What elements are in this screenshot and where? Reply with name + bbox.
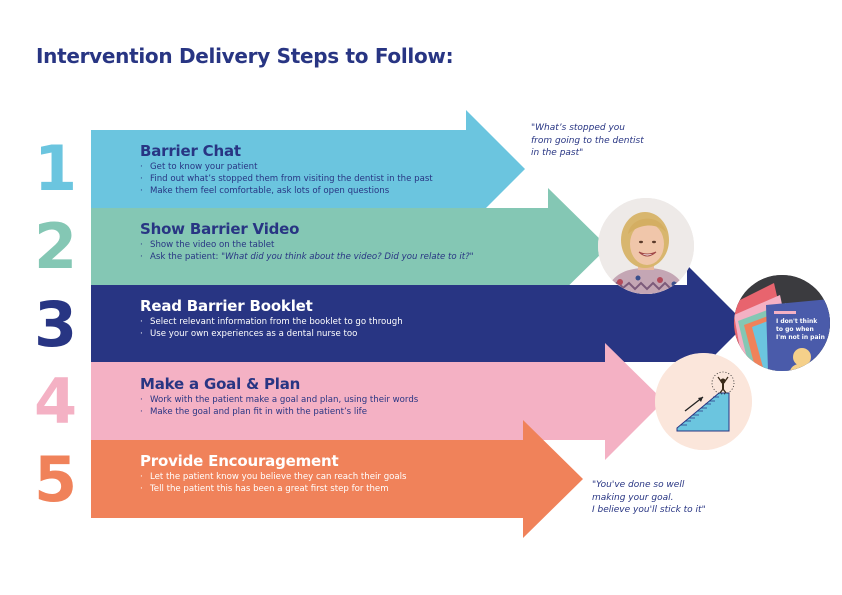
bullet-item: Find out what’s stopped them from visiti… <box>140 173 433 185</box>
step-number-1: 1 <box>34 132 78 205</box>
quote-line: I believe you'll stick to it" <box>592 505 706 515</box>
step-bullets: Get to know your patient Find out what’s… <box>140 161 433 197</box>
step-5: Provide Encouragement Let the patient kn… <box>140 452 407 495</box>
bullet-item: Let the patient know you believe they ca… <box>140 471 407 483</box>
step-title: Barrier Chat <box>140 142 241 160</box>
step-3: Read Barrier Booklet Select relevant inf… <box>140 297 403 340</box>
booklet-cover-line: I'm not in pain <box>776 334 825 341</box>
page-title: Intervention Delivery Steps to Follow: <box>36 44 454 68</box>
staircase-goal-icon <box>655 353 752 450</box>
bullet-item: Tell the patient this has been a great f… <box>140 483 407 495</box>
quote-line: "What’s stopped you <box>531 123 625 133</box>
step-2: Show Barrier Video Show the video on the… <box>140 220 474 263</box>
step-number-5: 5 <box>34 443 78 516</box>
step-1: Barrier Chat Get to know your patient Fi… <box>140 142 433 197</box>
booklets-photo-icon: I don't think to go when I'm not in pain <box>734 275 830 371</box>
step-bullets: Show the video on the tablet Ask the pat… <box>140 239 474 263</box>
person-photo-icon <box>598 198 694 294</box>
booklet-cover-line: I don't think <box>776 318 818 325</box>
video-person-photo <box>598 198 694 294</box>
bullet-item: Make the goal and plan fit in with the p… <box>140 406 418 418</box>
bullet-item: Use your own experiences as a dental nur… <box>140 328 403 340</box>
booklet-photo: I don't think to go when I'm not in pain <box>734 275 830 371</box>
goal-illustration <box>655 353 752 450</box>
bullet-item: Work with the patient make a goal and pl… <box>140 394 418 406</box>
bullet-prefix: Ask the patient: <box>150 252 222 262</box>
step-title: Read Barrier Booklet <box>140 297 313 315</box>
bullet-item: Make them feel comfortable, ask lots of … <box>140 185 433 197</box>
step-bullets: Let the patient know you believe they ca… <box>140 471 407 495</box>
step-4: Make a Goal & Plan Work with the patient… <box>140 375 418 418</box>
quote-line: making your goal. <box>592 492 674 503</box>
quote-barrier-chat: "What’s stopped you from going to the de… <box>531 122 644 160</box>
step-bullets: Work with the patient make a goal and pl… <box>140 394 418 418</box>
bullet-item: Select relevant information from the boo… <box>140 316 403 328</box>
quote-line: "You've done so well <box>592 480 685 490</box>
step-number-2: 2 <box>34 210 78 283</box>
step-title: Show Barrier Video <box>140 220 300 238</box>
step-title: Make a Goal & Plan <box>140 375 301 393</box>
bullet-item: Get to know your patient <box>140 161 433 173</box>
booklet-cover-line: to go when <box>776 326 814 333</box>
step-number-3: 3 <box>34 288 78 361</box>
bullet-item: Show the video on the tablet <box>140 239 474 251</box>
quote-encouragement: "You've done so well making your goal. I… <box>592 479 706 517</box>
bullet-quote: "What did you think about the video? Did… <box>221 252 474 262</box>
quote-line: in the past" <box>531 148 584 158</box>
step-title: Provide Encouragement <box>140 452 339 470</box>
step-bullets: Select relevant information from the boo… <box>140 316 403 340</box>
bullet-item: Ask the patient: "What did you think abo… <box>140 251 474 263</box>
step-number-4: 4 <box>34 365 78 438</box>
quote-line: from going to the dentist <box>531 135 644 146</box>
arrow-step-3 <box>91 265 746 383</box>
